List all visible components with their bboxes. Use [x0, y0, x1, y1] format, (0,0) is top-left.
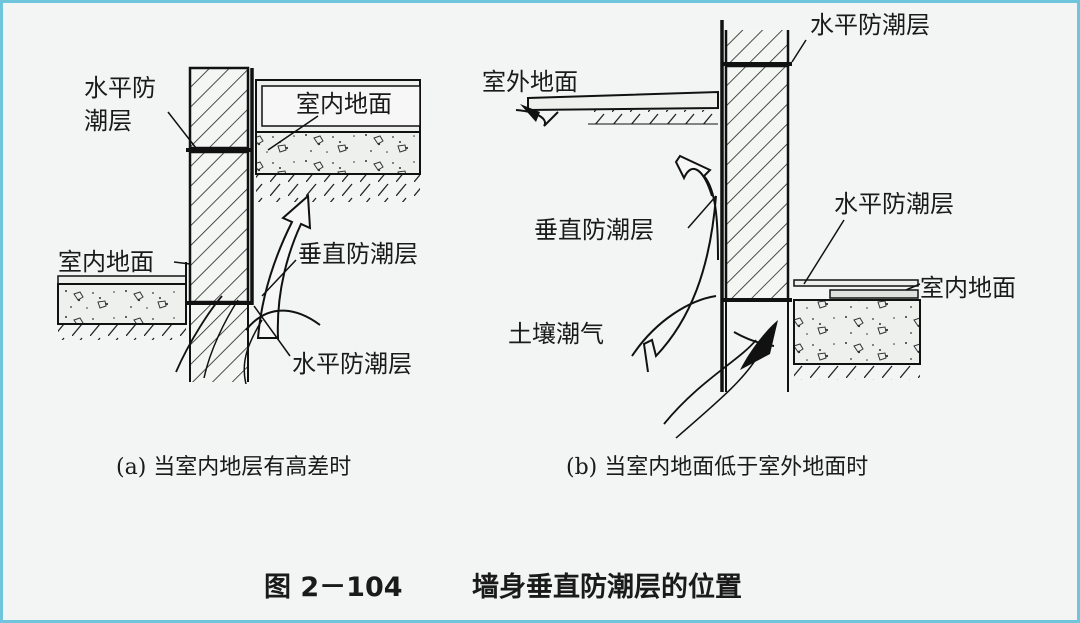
- label-a-horizontal-dpc-bottom: 水平防潮层: [292, 350, 412, 378]
- label-b-horizontal-dpc-top: 水平防潮层: [810, 11, 930, 39]
- floor-b-slab: [793, 299, 921, 365]
- moisture-arrow-b-top: [674, 154, 719, 261]
- label-b-horizontal-dpc-mid: 水平防潮层: [834, 190, 954, 218]
- figure-number: 图 2－104: [264, 572, 403, 603]
- wall-b-body: [724, 64, 790, 302]
- damp-proof-course-diagram: 水平防 潮层 室内地面 室内地面 垂直防潮层 水平防潮层 (a) 当室内地层有高…: [57, 11, 1016, 603]
- label-b-outdoor-ground: 室外地面: [482, 68, 578, 96]
- moisture-arrow-a: [256, 193, 312, 339]
- outdoor-ground-slab: [527, 90, 719, 112]
- moisture-arrow-b-bottom: [740, 320, 778, 370]
- label-b-indoor-floor: 室内地面: [920, 274, 1016, 302]
- label-a-indoor-floor-high: 室内地面: [296, 90, 392, 118]
- wall-a-foundation: [190, 302, 248, 382]
- label-a-indoor-floor-low: 室内地面: [58, 248, 154, 276]
- diagram-a: 水平防 潮层 室内地面 室内地面 垂直防潮层 水平防潮层 (a) 当室内地层有高…: [57, 66, 421, 480]
- floor-a-high-slab: [255, 131, 421, 175]
- label-a-vertical-dpc: 垂直防潮层: [298, 240, 418, 268]
- label-b-soil-moisture: 土壤潮气: [508, 320, 604, 348]
- wall-a-upper: [188, 66, 250, 150]
- caption-b: (b) 当室内地面低于室外地面时: [566, 455, 868, 480]
- wall-a-body: [188, 150, 250, 304]
- figure-title: 墙身垂直防潮层的位置: [472, 571, 742, 603]
- caption-a: (a) 当室内地层有高差时: [116, 455, 351, 480]
- diagram-b: 水平防潮层 室外地面 垂直防潮层 水平防潮层 室内地面 土壤潮气 (b) 当室内…: [482, 11, 1016, 480]
- floor-a-low-slab: [57, 283, 187, 325]
- label-a-horizontal-dpc-top-2: 潮层: [84, 107, 132, 135]
- label-b-vertical-dpc: 垂直防潮层: [534, 216, 654, 244]
- label-a-horizontal-dpc-top-1: 水平防: [84, 74, 156, 102]
